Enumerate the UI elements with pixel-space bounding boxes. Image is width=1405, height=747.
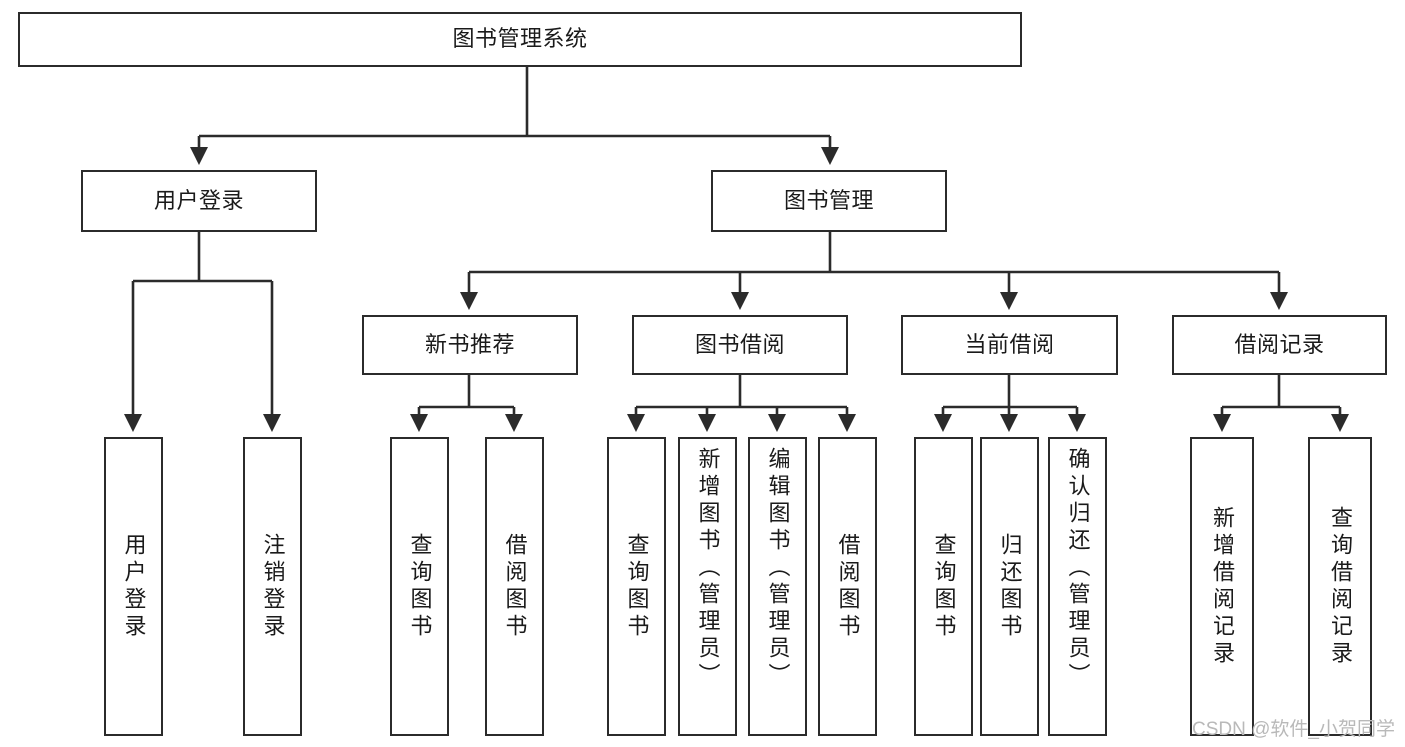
node-book-borrow[interactable]: 图书借阅	[632, 315, 848, 375]
node-leaf-add-borrow-record-label: 新增借阅记录	[1210, 505, 1235, 668]
node-new-book-recommend[interactable]: 新书推荐	[362, 315, 578, 375]
node-leaf-query-book-cur-label: 查询图书	[931, 532, 957, 641]
node-leaf-add-book-admin[interactable]: 新增图书（管理员）	[678, 437, 737, 736]
node-user-login-label: 用户登录	[153, 187, 244, 213]
node-leaf-logout[interactable]: 注销登录	[243, 437, 302, 736]
node-root[interactable]: 图书管理系统	[18, 12, 1022, 67]
node-leaf-return-book-label: 归还图书	[997, 532, 1023, 641]
node-current-borrow-label: 当前借阅	[964, 331, 1055, 357]
node-leaf-return-book[interactable]: 归还图书	[980, 437, 1039, 736]
node-leaf-query-book-bor-label: 查询图书	[624, 532, 650, 641]
node-leaf-edit-book-admin-label: 编辑图书（管理员）	[765, 447, 791, 690]
node-leaf-add-book-admin-label: 新增图书（管理员）	[695, 447, 721, 690]
node-leaf-borrow-book-rec[interactable]: 借阅图书	[485, 437, 544, 736]
node-book-borrow-label: 图书借阅	[694, 331, 785, 357]
node-leaf-logout-label: 注销登录	[260, 532, 286, 641]
node-leaf-user-login-label: 用户登录	[121, 532, 147, 641]
node-leaf-query-book-rec-label: 查询图书	[407, 532, 433, 641]
node-leaf-query-borrow-record[interactable]: 查询借阅记录	[1308, 437, 1372, 736]
node-leaf-query-borrow-record-label: 查询借阅记录	[1328, 505, 1353, 668]
node-book-manage-label: 图书管理	[783, 187, 874, 213]
node-root-label: 图书管理系统	[452, 26, 588, 52]
node-user-login[interactable]: 用户登录	[81, 170, 317, 232]
node-leaf-add-borrow-record[interactable]: 新增借阅记录	[1190, 437, 1254, 736]
node-leaf-confirm-return-admin-label: 确认归还（管理员）	[1065, 447, 1091, 690]
node-leaf-query-book-rec[interactable]: 查询图书	[390, 437, 449, 736]
node-leaf-query-book-bor[interactable]: 查询图书	[607, 437, 666, 736]
node-leaf-user-login[interactable]: 用户登录	[104, 437, 163, 736]
node-leaf-confirm-return-admin[interactable]: 确认归还（管理员）	[1048, 437, 1107, 736]
node-borrow-record-label: 借阅记录	[1234, 331, 1325, 357]
node-current-borrow[interactable]: 当前借阅	[901, 315, 1118, 375]
node-new-book-recommend-label: 新书推荐	[424, 331, 515, 357]
node-leaf-borrow-book-rec-label: 借阅图书	[502, 532, 528, 641]
node-leaf-borrow-book-bor[interactable]: 借阅图书	[818, 437, 877, 736]
node-book-manage[interactable]: 图书管理	[711, 170, 947, 232]
node-leaf-query-book-cur[interactable]: 查询图书	[914, 437, 973, 736]
node-leaf-borrow-book-bor-label: 借阅图书	[835, 532, 861, 641]
node-borrow-record[interactable]: 借阅记录	[1172, 315, 1387, 375]
node-leaf-edit-book-admin[interactable]: 编辑图书（管理员）	[748, 437, 807, 736]
